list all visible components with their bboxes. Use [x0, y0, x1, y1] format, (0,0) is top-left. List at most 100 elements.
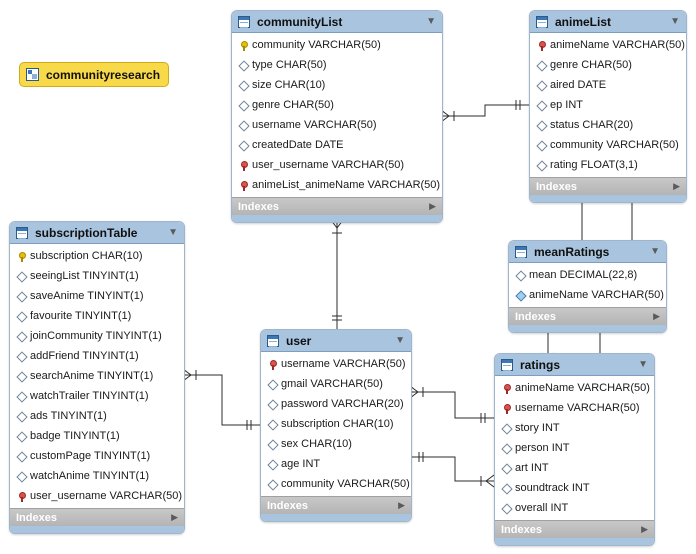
collapse-chevron-icon[interactable]: ▼ [650, 246, 660, 257]
relationship-connector[interactable] [409, 385, 494, 423]
column-definition: username VARCHAR(50) [281, 358, 406, 370]
column-row[interactable]: ep INT [530, 95, 686, 115]
column-row[interactable]: user_username VARCHAR(50) [232, 155, 442, 175]
relationship-connector[interactable] [182, 368, 260, 430]
indexes-section[interactable]: Indexes▶ [509, 307, 666, 325]
column-row[interactable]: ads TINYINT(1) [10, 406, 184, 426]
column-list: subscription CHAR(10)seeingList TINYINT(… [10, 244, 184, 508]
indexes-section[interactable]: Indexes▶ [495, 520, 654, 538]
column-row[interactable]: username VARCHAR(50) [232, 115, 442, 135]
column-definition: gmail VARCHAR(50) [281, 378, 383, 390]
expand-arrow-icon[interactable]: ▶ [653, 311, 660, 321]
column-row[interactable]: createdDate DATE [232, 135, 442, 155]
table-header[interactable]: ratings▼ [495, 354, 654, 376]
column-row[interactable]: user_username VARCHAR(50) [10, 486, 184, 506]
column-row[interactable]: watchTrailer TINYINT(1) [10, 386, 184, 406]
table-header[interactable]: subscriptionTable▼ [10, 222, 184, 244]
table-header[interactable]: meanRatings ▼ [509, 241, 666, 263]
column-row[interactable]: joinCommunity TINYINT(1) [10, 326, 184, 346]
column-row[interactable]: password VARCHAR(20) [261, 394, 411, 414]
indexes-section[interactable]: Indexes▶ [10, 508, 184, 526]
table-communityList[interactable]: communityList▼community VARCHAR(50)type … [231, 10, 443, 223]
foreign-key-icon [501, 383, 512, 394]
table-header[interactable]: communityList▼ [232, 11, 442, 33]
table-animeList[interactable]: animeList▼animeName VARCHAR(50)genre CHA… [529, 10, 687, 203]
column-row[interactable]: watchAnime TINYINT(1) [10, 466, 184, 486]
column-row[interactable]: seeingList TINYINT(1) [10, 266, 184, 286]
column-row[interactable]: animeName VARCHAR(50) [495, 378, 654, 398]
collapse-chevron-icon[interactable]: ▼ [638, 359, 648, 370]
expand-arrow-icon[interactable]: ▶ [641, 524, 648, 534]
indexes-label: Indexes [238, 200, 279, 213]
relationship-connector[interactable] [410, 452, 495, 488]
column-row[interactable]: community VARCHAR(50) [261, 474, 411, 494]
column-row[interactable]: favourite TINYINT(1) [10, 306, 184, 326]
column-row[interactable]: art INT [495, 458, 654, 478]
foreign-key-icon [238, 180, 249, 191]
relationship-connector[interactable] [330, 219, 344, 329]
column-row[interactable]: status CHAR(20) [530, 115, 686, 135]
column-row[interactable]: community VARCHAR(50) [232, 35, 442, 55]
column-definition: size CHAR(10) [252, 79, 326, 91]
expand-arrow-icon[interactable]: ▶ [171, 512, 178, 522]
indexes-section[interactable]: Indexes ▶ [232, 197, 442, 215]
expand-arrow-icon[interactable]: ▶ [429, 201, 436, 211]
column-row[interactable]: genre CHAR(50) [232, 95, 442, 115]
column-row[interactable]: rating FLOAT(3,1) [530, 155, 686, 175]
column-row[interactable]: animeName VARCHAR(50) [530, 35, 686, 55]
column-definition: status CHAR(20) [550, 119, 634, 131]
column-definition: badge TINYINT(1) [30, 430, 120, 442]
column-row[interactable]: story INT [495, 418, 654, 438]
table-meanRatings[interactable]: meanRatings ▼ mean DECIMAL(22,8) animeName … [508, 240, 667, 333]
column-row[interactable]: soundtrack INT [495, 478, 654, 498]
schema-badge[interactable]: communityresearch [19, 62, 169, 87]
collapse-chevron-icon[interactable]: ▼ [395, 335, 405, 346]
column-row[interactable]: age INT [261, 454, 411, 474]
column-row[interactable]: searchAnime TINYINT(1) [10, 366, 184, 386]
column-row[interactable]: overall INT [495, 498, 654, 518]
column-definition: animeName VARCHAR(50) [529, 289, 664, 301]
column-row[interactable]: mean DECIMAL(22,8) [509, 265, 666, 285]
table-header[interactable]: animeList▼ [530, 11, 686, 33]
column-diamond-icon [238, 60, 249, 71]
collapse-chevron-icon[interactable]: ▼ [426, 16, 436, 27]
relationship-connector[interactable] [440, 100, 529, 123]
column-row[interactable]: username VARCHAR(50) [261, 354, 411, 374]
expand-arrow-icon[interactable]: ▶ [398, 500, 405, 510]
indexes-section[interactable]: Indexes ▶ [530, 177, 686, 195]
column-row[interactable]: badge TINYINT(1) [10, 426, 184, 446]
column-row[interactable]: gmail VARCHAR(50) [261, 374, 411, 394]
table-subscriptionTable[interactable]: subscriptionTable▼subscription CHAR(10)s… [9, 221, 185, 534]
table-header[interactable]: user▼ [261, 330, 411, 352]
column-row[interactable]: type CHAR(50) [232, 55, 442, 75]
collapse-chevron-icon[interactable]: ▼ [670, 16, 680, 27]
column-row[interactable]: animeList_animeName VARCHAR(50) [232, 175, 442, 195]
indexes-label: Indexes [536, 180, 577, 193]
column-row[interactable]: username VARCHAR(50) [495, 398, 654, 418]
table-ratings[interactable]: ratings▼animeName VARCHAR(50)username VA… [494, 353, 655, 546]
column-row[interactable]: subscription CHAR(10) [10, 246, 184, 266]
expand-arrow-icon[interactable]: ▶ [673, 181, 680, 191]
column-definition: aired DATE [550, 79, 607, 91]
column-definition: joinCommunity TINYINT(1) [30, 330, 162, 342]
column-row[interactable]: aired DATE [530, 75, 686, 95]
table-user[interactable]: user▼ username VARCHAR(50) gmail VARCHAR(5… [260, 329, 412, 522]
column-row[interactable]: genre CHAR(50) [530, 55, 686, 75]
column-row[interactable]: saveAnime TINYINT(1) [10, 286, 184, 306]
column-row[interactable]: sex CHAR(10) [261, 434, 411, 454]
column-row[interactable]: subscription CHAR(10) [261, 414, 411, 434]
column-row[interactable]: addFriend TINYINT(1) [10, 346, 184, 366]
column-definition: saveAnime TINYINT(1) [30, 290, 144, 302]
column-row[interactable]: size CHAR(10) [232, 75, 442, 95]
column-diamond-icon [536, 60, 547, 71]
table-icon [238, 15, 250, 28]
column-row[interactable]: animeName VARCHAR(50) [509, 285, 666, 305]
column-row[interactable]: person INT [495, 438, 654, 458]
table-title: meanRatings [534, 244, 610, 259]
indexes-section[interactable]: Indexes▶ [261, 496, 411, 514]
collapse-chevron-icon[interactable]: ▼ [168, 227, 178, 238]
column-row[interactable]: community VARCHAR(50) [530, 135, 686, 155]
column-row[interactable]: customPage TINYINT(1) [10, 446, 184, 466]
column-definition: watchTrailer TINYINT(1) [30, 390, 149, 402]
column-definition: mean DECIMAL(22,8) [529, 269, 638, 281]
